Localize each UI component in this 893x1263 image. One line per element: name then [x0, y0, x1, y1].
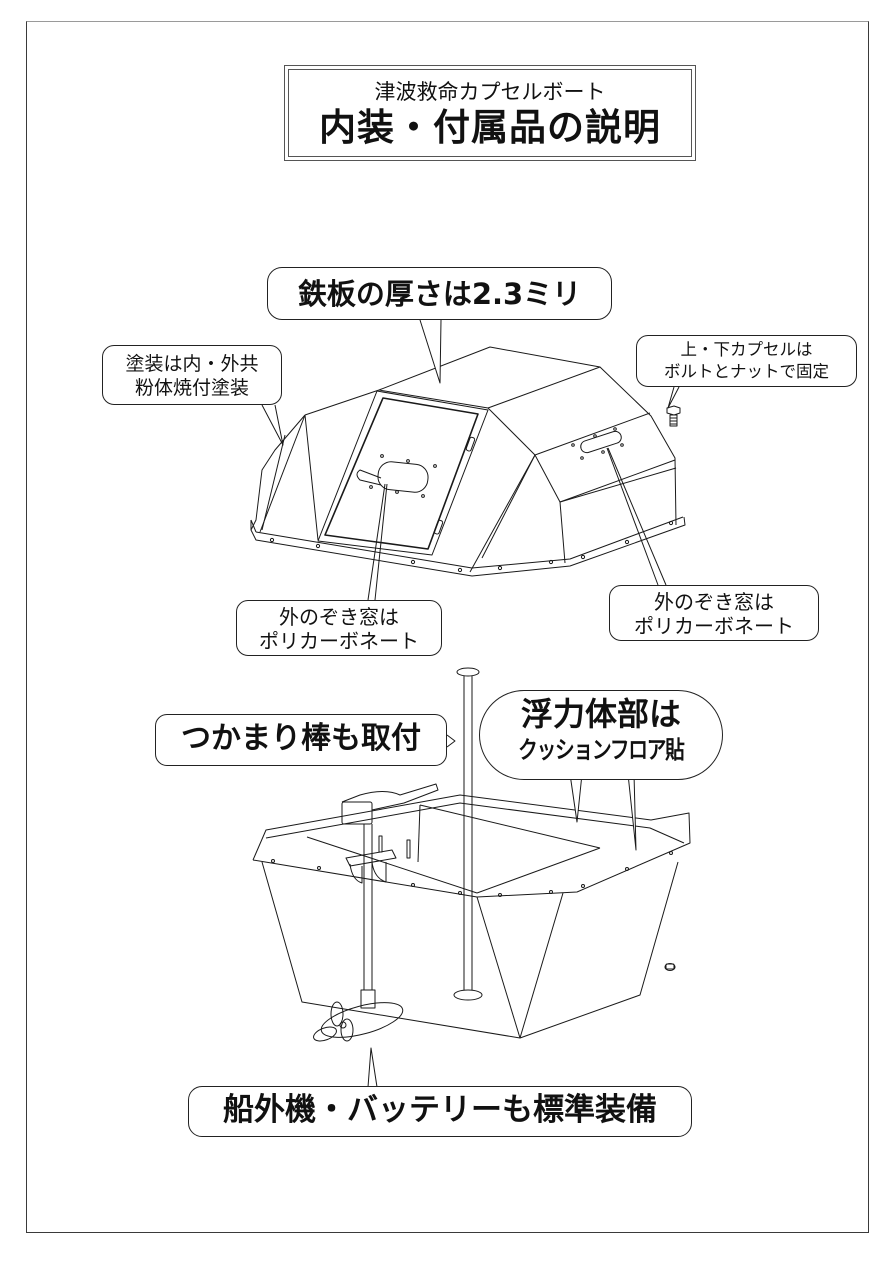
- callout-steel-thickness: 鉄板の厚さは2.3ミリ: [267, 267, 612, 320]
- callout-paint-line1: 塗装は内・外共: [125, 353, 259, 375]
- callout-paint-line2: 粉体焼付塗装: [134, 377, 249, 399]
- title-inner-frame: 津波救命カプセルボート 内装・付属品の説明: [288, 69, 692, 157]
- page-title: 内装・付属品の説明: [319, 106, 661, 149]
- callout-window-left-line1: 外のぞき窓は: [279, 605, 399, 629]
- nut-icon: [664, 963, 676, 971]
- callout-window-right-line1: 外のぞき窓は: [654, 590, 774, 614]
- bolt-icon: [666, 405, 681, 427]
- motor-head: [341, 801, 373, 825]
- callout-float-line2: クッションフロア貼: [518, 736, 685, 764]
- callout-bolt-line1: 上・下カプセルは: [680, 340, 813, 359]
- callout-steel-text: 鉄板の厚さは2.3ミリ: [297, 277, 582, 311]
- propeller-blade: [330, 1001, 344, 1027]
- callout-bolt: 上・下カプセルは ボルトとナットで固定: [636, 335, 857, 387]
- lower-hull-illustration: [252, 667, 691, 1042]
- title-subtitle: 津波救命カプセルボート: [374, 80, 606, 104]
- callout-bolt-line2: ボルトとナットで固定: [664, 362, 829, 381]
- callout-float-line1: 浮力体部は: [520, 695, 681, 733]
- leader-lines-upper: [261, 319, 680, 601]
- leader-lines-lower: [367, 734, 637, 1088]
- title-box: 津波救命カプセルボート 内装・付属品の説明: [284, 65, 696, 161]
- callout-window-right-line2: ポリカーボネート: [634, 614, 794, 638]
- callout-paint: 塗装は内・外共 粉体焼付塗装: [102, 345, 282, 405]
- grab-pole-top-plate: [456, 667, 480, 677]
- callout-window-left: 外のぞき窓は ポリカーボネート: [236, 600, 442, 656]
- callout-window-left-line2: ポリカーボネート: [259, 629, 419, 653]
- callout-grab-bar: つかまり棒も取付: [155, 714, 447, 766]
- callout-engine-text: 船外機・バッテリーも標準装備: [223, 1092, 657, 1128]
- upper-capsule-illustration: [250, 346, 686, 577]
- callout-window-right: 外のぞき窓は ポリカーボネート: [609, 585, 819, 641]
- callout-grab-bar-text: つかまり棒も取付: [181, 721, 421, 756]
- callout-float: 浮力体部は クッションフロア貼: [479, 690, 723, 780]
- page-frame: [26, 21, 869, 1233]
- callout-engine: 船外機・バッテリーも標準装備: [188, 1086, 692, 1137]
